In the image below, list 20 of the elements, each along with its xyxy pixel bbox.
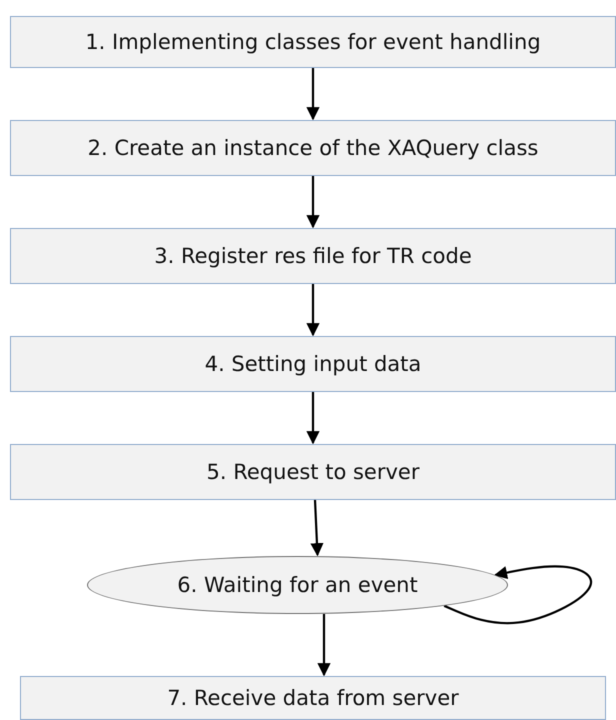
arrow bbox=[306, 284, 320, 336]
step-label: 7. Receive data from server bbox=[167, 686, 459, 710]
step-label: 6. Waiting for an event bbox=[177, 573, 418, 597]
step-label: 3. Register res file for TR code bbox=[154, 244, 472, 268]
arrow bbox=[306, 176, 320, 228]
step-label: 5. Request to server bbox=[206, 460, 420, 484]
step-label: 1. Implementing classes for event handling bbox=[85, 30, 541, 54]
arrow bbox=[310, 500, 324, 556]
step-box bbox=[20, 676, 606, 720]
step-box bbox=[10, 120, 616, 176]
step-label: 2. Create an instance of the XAQuery class bbox=[88, 136, 538, 160]
arrow bbox=[306, 68, 320, 120]
arrow bbox=[317, 614, 331, 676]
step-label: 4. Setting input data bbox=[204, 352, 422, 376]
arrow bbox=[306, 392, 320, 444]
step-box bbox=[10, 444, 616, 500]
step-box bbox=[10, 228, 616, 284]
step-box bbox=[10, 16, 616, 68]
step-box bbox=[10, 336, 616, 392]
loop-arrow bbox=[444, 565, 592, 624]
